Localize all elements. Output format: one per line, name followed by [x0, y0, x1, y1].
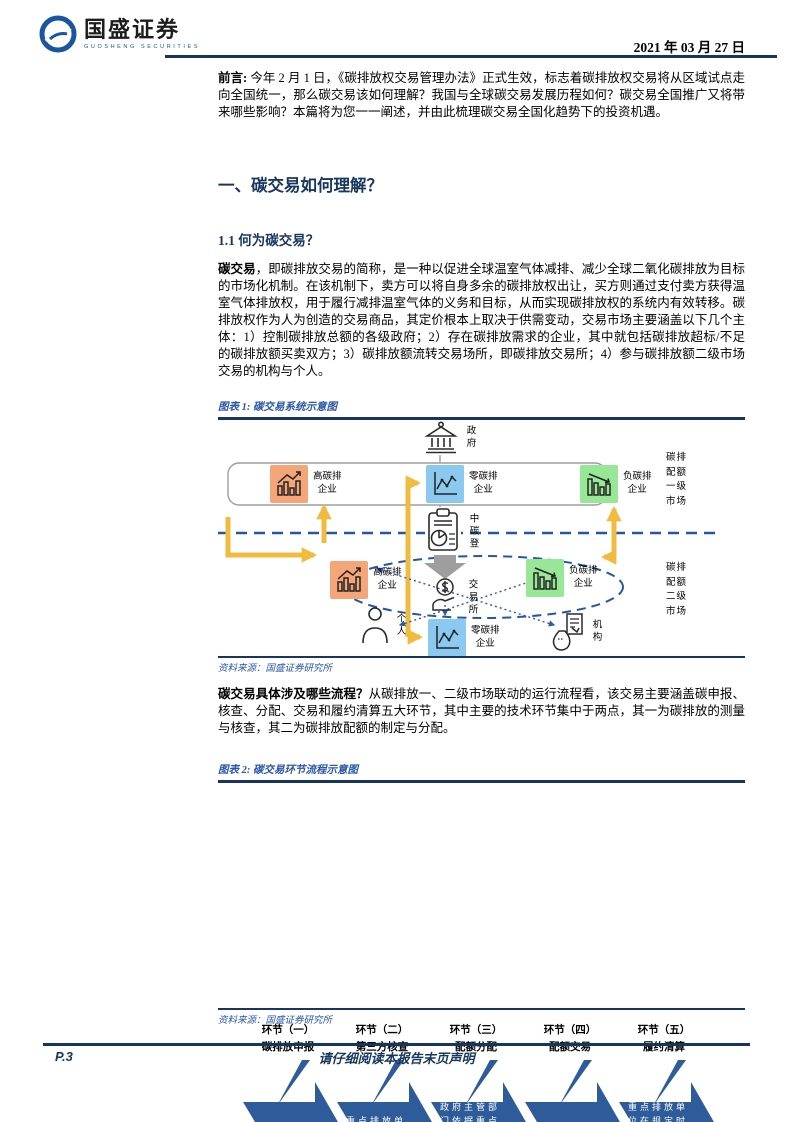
figure2-flow-diagram: 环节（一）碳排放申报 环节（二）第三方核查 环节（三）配额分配 环节（四）配额交…: [218, 1020, 745, 1122]
figure2-chevrons: [243, 1060, 714, 1122]
figure2-source: 资料来源：国盛证券研究所: [218, 1016, 333, 1026]
step3-body: 政府主管部门依据重点排放单位碳排放报告及核查报告，按照配额核定方法进行配额分配: [440, 1101, 498, 1122]
negative-carbon-enterprise-primary: [580, 465, 618, 503]
footer-rule: [43, 1043, 750, 1046]
primary-market-label: 碳排配额一级市场: [666, 453, 688, 508]
step4-header: 环节（四）配额交易: [543, 1025, 597, 1054]
person-icon: [362, 607, 388, 644]
government-icon: [424, 421, 458, 454]
government-label: 政府: [464, 425, 475, 450]
high-carbon-enterprise-secondary: [330, 561, 368, 599]
figure1-diagram: 政府 高碳排企业 零碳排企业: [218, 421, 745, 657]
figure2-top-rule: [218, 780, 745, 783]
zero-carbon-enterprise-secondary: [428, 619, 466, 657]
registry-clipboard-icon: [425, 507, 461, 553]
bar-chart-down-icon: [587, 473, 611, 496]
negative-carbon-enterprise-secondary: [526, 559, 564, 597]
high-carbon-primary-label: 高碳排企业: [312, 472, 342, 496]
brand-logo: 国盛证券 GUOSHENG SECURITIES: [38, 14, 200, 54]
body1-lead: 碳交易: [218, 262, 256, 276]
brand-name-cn: 国盛证券: [84, 16, 181, 42]
section-title: 一、碳交易如何理解？: [218, 176, 383, 195]
body2-lead: 碳交易具体涉及哪些流程？: [218, 687, 369, 701]
zero-carbon-enterprise-primary: [426, 465, 464, 503]
figure1-bottom-rule: [218, 656, 745, 658]
institution-label: 机构: [590, 619, 601, 644]
figure1-connectors: [218, 455, 718, 645]
step4-body: 重点排放单位在获得配额后通过碳交易平台进行配额交易: [534, 1104, 592, 1122]
preface-lead: 前言:: [218, 71, 248, 85]
body-paragraph-2: 碳交易具体涉及哪些流程？从碳排放一、二级市场联动的运行流程看，该交易主要涵盖碳申…: [218, 686, 745, 737]
line-chart-icon: [434, 472, 457, 495]
exchange-label: 交易所: [466, 579, 477, 617]
body1-text: ，即碳排放交易的简称，是一种以促进全球温室气体减排、减少全球二氧化碳排放为目标的…: [218, 262, 745, 378]
subsection-title: 1.1 何为碳交易？: [218, 233, 320, 248]
preface-text: 今年 2 月 1 日，《碳排放权交易管理办法》正式生效，标志着碳排放权交易将从区…: [218, 71, 745, 119]
figure2-caption: 图表 2: 碳交易环节流程示意图: [218, 765, 358, 776]
step2-header: 环节（二）第三方核查: [355, 1025, 409, 1054]
footer-page-number: P.3: [55, 1049, 73, 1064]
bar-chart-up-icon: [337, 567, 361, 592]
step1-body: 重点排放单位参照核算和报告指南报送年度碳排放报告: [252, 1104, 310, 1122]
figure2-bottom-rule: [218, 1008, 745, 1010]
preface-paragraph: 前言: 今年 2 月 1 日，《碳排放权交易管理办法》正式生效，标志着碳排放权交…: [218, 70, 745, 121]
header-rule: [165, 55, 777, 58]
brand-name-en: GUOSHENG SECURITIES: [84, 43, 201, 50]
footer-disclaimer: 请仔细阅读本报告末页声明: [318, 1051, 475, 1066]
body-paragraph-1: 碳交易，即碳排放交易的简称，是一种以促进全球温室气体减排、减少全球二氧化碳排放为…: [218, 261, 745, 380]
figure1-source: 资料来源：国盛证券研究所: [218, 664, 333, 674]
secondary-market-label: 碳排配额二级市场: [666, 563, 688, 618]
negative-carbon-primary-label: 负碳排企业: [622, 472, 652, 496]
zero-carbon-secondary-label: 零碳排企业: [470, 626, 500, 650]
exchange-coin-hand-icon: [432, 578, 455, 611]
high-carbon-secondary-label: 高碳排企业: [372, 568, 402, 592]
person-label: 个人: [394, 613, 405, 638]
bar-chart-down-icon: [533, 567, 557, 590]
figure1-caption: 图表 1: 碳交易系统示意图: [218, 402, 337, 413]
step5-body: 重点排放单位在规定时间上缴其经核查的上年度排放总量相等的配额量，抵消年度碳排放量: [628, 1101, 686, 1122]
step1-header: 环节（一）碳排放申报: [261, 1025, 315, 1054]
step2-body: 重点排放单位委托认证的第三方核查机构对年度排放报告进行核查: [346, 1116, 404, 1122]
step5-header: 环节（五）履约清算: [637, 1025, 691, 1054]
negative-carbon-secondary-label: 负碳排企业: [568, 566, 598, 590]
zero-carbon-primary-label: 零碳排企业: [468, 472, 498, 496]
report-date: 2021 年 03 月 27 日: [633, 40, 745, 55]
registry-label: 中碳登: [467, 513, 478, 551]
figure1-top-rule: [218, 417, 745, 420]
guosheng-logo-icon: [39, 15, 77, 53]
institution-icon: [552, 613, 583, 651]
line-chart-icon: [436, 626, 459, 649]
step3-header: 环节（三）配额分配: [449, 1025, 503, 1054]
bar-chart-up-icon: [277, 471, 301, 496]
high-carbon-enterprise-primary: [270, 465, 308, 503]
body2-text: 从碳排放一、二级市场联动的运行流程看，该交易主要涵盖碳申报、核查、分配、交易和履…: [218, 687, 745, 735]
